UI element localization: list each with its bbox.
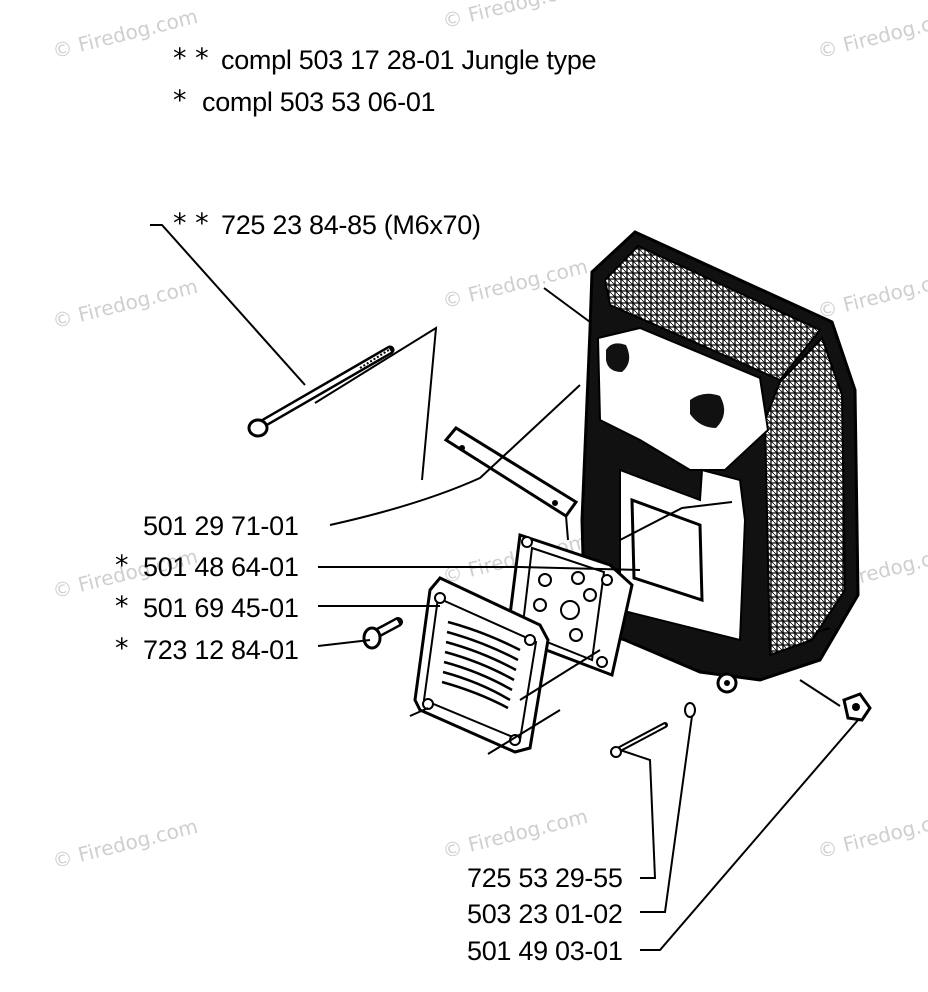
muffler-body bbox=[580, 230, 860, 694]
small-bolt bbox=[610, 722, 668, 758]
part-number-label: 725 53 29-55 bbox=[467, 863, 623, 893]
long-bolt bbox=[247, 345, 395, 438]
header-line1-text: compl 503 17 28-01 Jungle type bbox=[221, 45, 597, 75]
part-number-label: 723 12 84-01 bbox=[143, 635, 299, 665]
part-number-label: 501 69 45-01 bbox=[143, 593, 299, 623]
part-mark: * bbox=[115, 591, 129, 622]
part-number-label: 725 23 84-85 (M6x70) bbox=[221, 210, 481, 240]
bracket bbox=[443, 426, 579, 541]
nut bbox=[842, 692, 872, 722]
small-screw bbox=[362, 617, 403, 650]
header-line2-text: compl 503 53 06-01 bbox=[202, 87, 436, 117]
header-line2-mark: * bbox=[173, 85, 187, 116]
louvered-cover bbox=[413, 576, 550, 754]
part-number-label: 501 29 71-01 bbox=[143, 511, 299, 541]
part-number-label: 501 48 64-01 bbox=[143, 552, 299, 582]
part-mark: * * bbox=[173, 208, 209, 239]
part-mark: * bbox=[115, 633, 129, 664]
leader-lines bbox=[150, 224, 859, 951]
clipped-label-row: 501 49 03-01 bbox=[0, 940, 928, 968]
part-number-label: 501 49 03-01 bbox=[467, 940, 623, 966]
header-line1-mark: * * bbox=[173, 43, 209, 74]
part-mark: * bbox=[115, 550, 129, 581]
washer bbox=[684, 702, 696, 718]
part-number-label: 503 23 01-02 bbox=[467, 899, 623, 929]
